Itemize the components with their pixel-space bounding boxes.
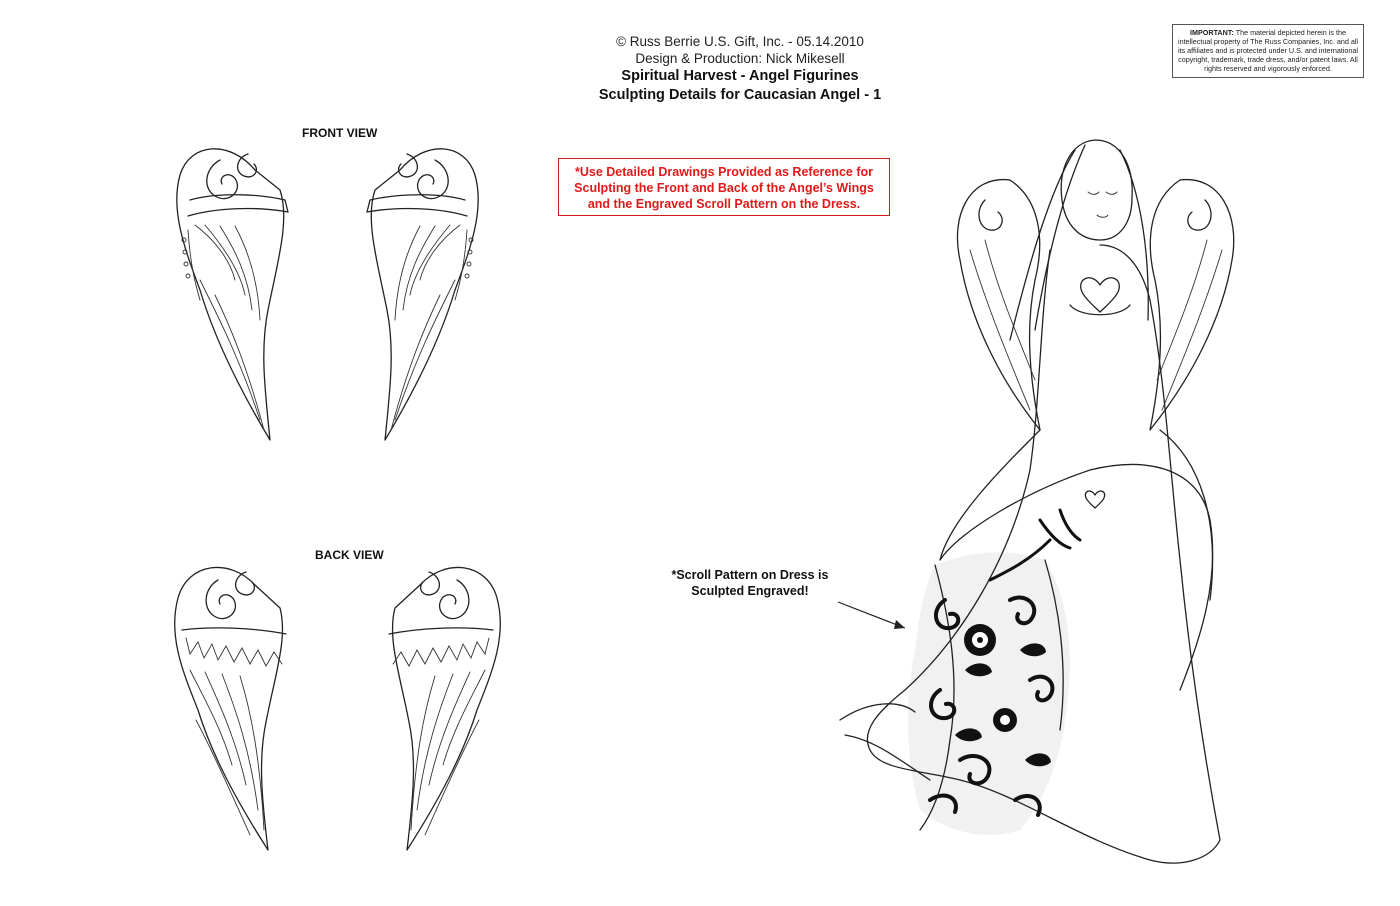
back-view-left-wing (173, 566, 287, 851)
credit-line: Design & Production: Nick Mikesell (635, 51, 845, 66)
front-view-right-wing (366, 148, 479, 441)
scroll-pattern-callout: *Scroll Pattern on Dress is Sculpted Eng… (660, 567, 840, 599)
callout-line-2: Sculpted Engraved! (691, 584, 809, 598)
engraved-scroll-pattern (908, 508, 1082, 835)
document-subtitle: Sculpting Details for Caucasian Angel - … (598, 87, 882, 103)
notice-label: IMPORTANT: (1190, 28, 1234, 37)
callout-arrow (837, 601, 906, 629)
front-view-label: FRONT VIEW (302, 126, 378, 140)
front-view-left-wing (176, 148, 289, 441)
legal-notice-box: IMPORTANT: The material depicted herein … (1172, 24, 1364, 78)
back-view-right-wing (388, 566, 502, 851)
notice-text: The material depicted herein is the inte… (1177, 28, 1359, 73)
callout-line-1: *Scroll Pattern on Dress is (671, 568, 829, 582)
header-block: © Russ Berrie U.S. Gift, Inc. - 05.14.20… (560, 33, 920, 105)
document-title: Spiritual Harvest - Angel Figurines (621, 68, 859, 84)
back-view-label: BACK VIEW (315, 548, 384, 562)
angel-figurine (839, 139, 1235, 864)
copyright-line: © Russ Berrie U.S. Gift, Inc. - 05.14.20… (616, 34, 864, 49)
instruction-box: *Use Detailed Drawings Provided as Refer… (558, 158, 890, 216)
